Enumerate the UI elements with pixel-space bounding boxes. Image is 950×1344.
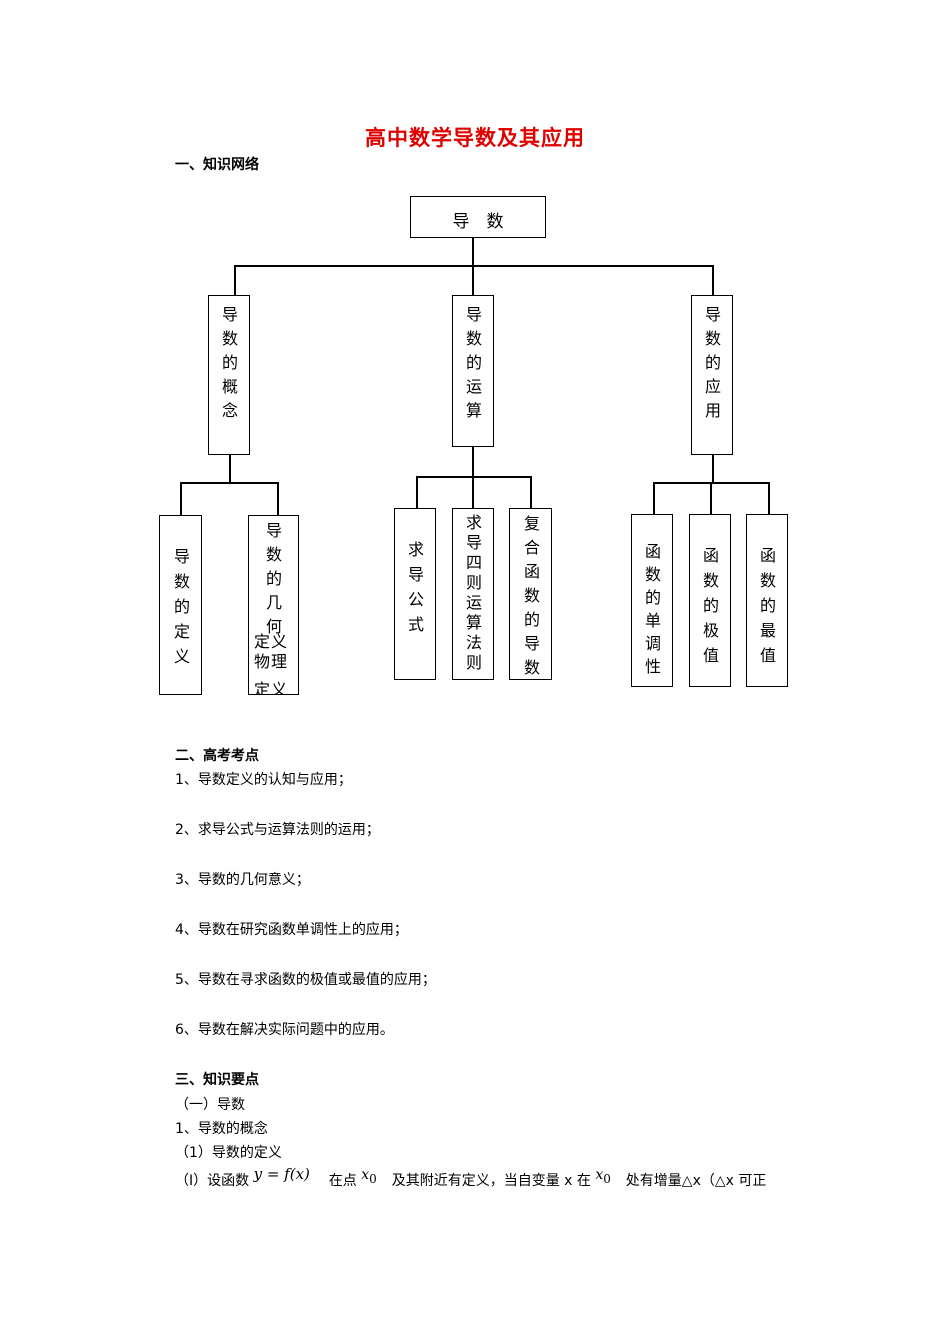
subheading-derivative: （一）导数 [175, 1097, 245, 1113]
diagram-node-composite-derivative: 复合函数的导数 [509, 508, 552, 683]
symbol-x0: x0 [595, 1167, 611, 1186]
connector [712, 265, 714, 295]
connector [234, 265, 236, 295]
diagram-node-label: 定义物理 [254, 632, 289, 671]
exam-point-item: 5、导数在寻求函数的极值或最值的应用； [175, 972, 436, 988]
exam-point-item: 6、导数在解决实际问题中的应用。 [175, 1022, 394, 1038]
page-title: 高中数学导数及其应用 [365, 126, 585, 150]
diagram-node-label: 函数的单调性 [642, 543, 661, 681]
subheading-derivative-concept: 1、导数的概念 [175, 1121, 268, 1137]
diagram-root-box: 导 数 [410, 196, 546, 238]
exam-point-item: 2、求导公式与运算法则的运用； [175, 822, 380, 838]
exam-point-item: 3、导数的几何意义； [175, 872, 310, 888]
diagram-node-label: 复合函数的导数 [521, 515, 540, 683]
subheading-derivative-definition: （1）导数的定义 [175, 1145, 282, 1161]
diagram-node-label: 求导公式 [405, 541, 424, 641]
connector [234, 265, 714, 267]
section-heading-knowledge-points: 三、知识要点 [175, 1072, 259, 1088]
connector [653, 482, 770, 484]
symbol-x0: x0 [361, 1167, 377, 1186]
paragraph-text: 处有增量△x（△x 可正 [625, 1173, 767, 1189]
connector [472, 476, 474, 508]
diagram-node-label: 求导四则运算法则 [463, 514, 482, 674]
connector [277, 482, 279, 515]
diagram-node-derivative-operations: 导数的运算 [452, 295, 494, 447]
exam-point-item: 4、导数在研究函数单调性上的应用； [175, 922, 408, 938]
diagram-node-label: 导数的概念 [219, 306, 238, 426]
paragraph-text: 及其附近有定义，当自变量 x 在 [391, 1173, 591, 1189]
connector [472, 238, 474, 266]
diagram-node-arithmetic-rules: 求导四则运算法则 [452, 508, 494, 680]
connector [416, 476, 531, 478]
diagram-node-maximum-minimum: 函数的最值 [746, 514, 788, 687]
diagram-node-label: 函数的极值 [700, 547, 719, 672]
exam-point-item: 1、导数定义的认知与应用； [175, 772, 352, 788]
diagram-node-derivative-applications: 导数的应用 [691, 295, 733, 455]
diagram-node-label: 函数的最值 [757, 547, 776, 672]
diagram-node-label: 定义 [254, 680, 289, 695]
formula-y-equals-fx: y = f(x) [253, 1165, 310, 1183]
section-heading-knowledge-network: 一、知识网络 [175, 157, 259, 173]
connector [180, 482, 278, 484]
connector [710, 482, 712, 514]
paragraph-text: 在点 [328, 1173, 357, 1189]
connector [712, 455, 714, 483]
connector [229, 455, 231, 483]
diagram-node-label: 导数的几何 [263, 522, 282, 642]
diagram-node-label: 导数的应用 [702, 306, 721, 426]
connector [472, 265, 474, 295]
connector [768, 482, 770, 514]
connector [416, 476, 418, 508]
diagram-node-geometric-physical-meaning: 导数的几何 定义物理 定义 [248, 515, 299, 695]
diagram-node-label: 导数的运算 [463, 306, 482, 426]
section-heading-exam-points: 二、高考考点 [175, 748, 259, 764]
diagram-node-derivative-concept: 导数的概念 [208, 295, 250, 455]
diagram-node-derivative-formulas: 求导公式 [394, 508, 436, 680]
connector [653, 482, 655, 514]
connector [472, 447, 474, 477]
diagram-node-derivative-definition: 导数的定义 [159, 515, 202, 695]
paragraph-text: （Ⅰ）设函数 [175, 1173, 250, 1189]
diagram-root-label: 导 数 [452, 212, 504, 232]
connector [180, 482, 182, 515]
diagram-node-extremum: 函数的极值 [689, 514, 731, 687]
definition-paragraph: （Ⅰ）设函数 y = f(x) 在点 x0 及其附近有定义，当自变量 x 在 x… [175, 1165, 767, 1190]
diagram-node-monotonicity: 函数的单调性 [631, 514, 673, 687]
connector [530, 476, 532, 508]
diagram-node-label: 导数的定义 [171, 548, 190, 673]
